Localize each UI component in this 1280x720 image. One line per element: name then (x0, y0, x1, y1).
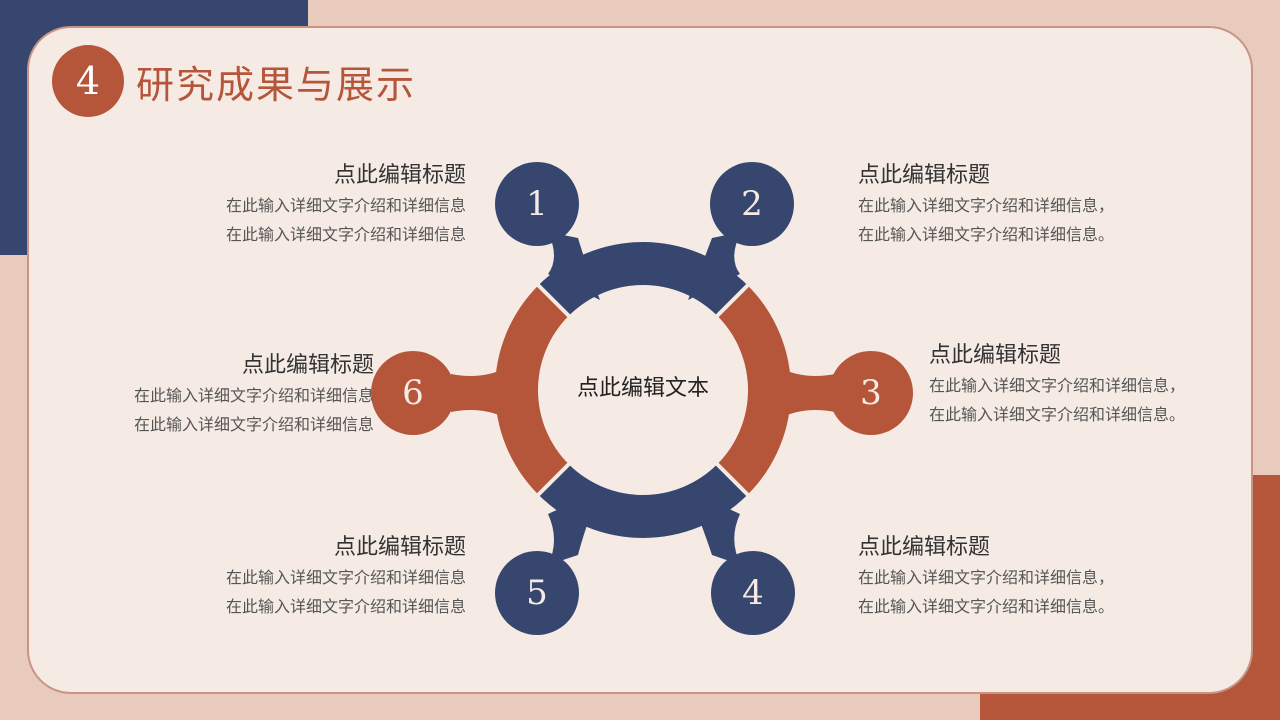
item-5-text-block[interactable]: 点此编辑标题 在此输入详细文字介绍和详细信息 在此输入详细文字介绍和详细信息 (226, 533, 466, 621)
item-2-line2[interactable]: 在此输入详细文字介绍和详细信息。 (858, 225, 1115, 244)
node-3-number[interactable]: 3 (860, 373, 882, 413)
node-1-number[interactable]: 1 (526, 184, 548, 224)
item-3-text-block[interactable]: 点此编辑标题 在此输入详细文字介绍和详细信息， 在此输入详细文字介绍和详细信息。 (929, 341, 1185, 429)
item-4-line2[interactable]: 在此输入详细文字介绍和详细信息。 (858, 597, 1115, 616)
item-1-text-block[interactable]: 点此编辑标题 在此输入详细文字介绍和详细信息 在此输入详细文字介绍和详细信息 (226, 161, 466, 249)
node-3-circle (829, 351, 913, 435)
content-card (27, 26, 1253, 694)
node-4-circle (711, 551, 795, 635)
node-4-number[interactable]: 4 (742, 573, 764, 613)
item-1-line1[interactable]: 在此输入详细文字介绍和详细信息 (225, 196, 466, 215)
item-6-text-block[interactable]: 点此编辑标题 在此输入详细文字介绍和详细信息 在此输入详细文字介绍和详细信息 (134, 351, 374, 439)
node-6-circle (371, 351, 455, 435)
connector-6 (451, 368, 506, 418)
item-4-text-block[interactable]: 点此编辑标题 在此输入详细文字介绍和详细信息， 在此输入详细文字介绍和详细信息。 (858, 533, 1114, 621)
page-title[interactable]: 研究成果与展示 (136, 62, 417, 107)
ring-segment-top (538, 242, 748, 316)
node-5-number[interactable]: 5 (526, 573, 548, 613)
item-2-line1[interactable]: 在此输入详细文字介绍和详细信息， (858, 196, 1115, 215)
ring-segment-right (717, 285, 791, 495)
item-6-line1[interactable]: 在此输入详细文字介绍和详细信息 (133, 386, 374, 405)
slide-header: 4 研究成果与展示 (52, 44, 416, 118)
section-number-badge: 4 (52, 45, 124, 117)
item-1-heading[interactable]: 点此编辑标题 (333, 163, 466, 188)
item-4-line1[interactable]: 在此输入详细文字介绍和详细信息， (858, 568, 1115, 587)
connector-3 (780, 368, 835, 418)
item-2-text-block[interactable]: 点此编辑标题 在此输入详细文字介绍和详细信息， 在此输入详细文字介绍和详细信息。 (858, 161, 1114, 249)
item-3-heading[interactable]: 点此编辑标题 (929, 343, 1062, 368)
node-2-circle (710, 162, 794, 246)
item-5-line1[interactable]: 在此输入详细文字介绍和详细信息 (225, 568, 466, 587)
center-text[interactable]: 点此编辑文本 (576, 376, 709, 401)
item-5-heading[interactable]: 点此编辑标题 (333, 535, 466, 560)
item-6-line2[interactable]: 在此输入详细文字介绍和详细信息 (133, 415, 374, 434)
item-2-heading[interactable]: 点此编辑标题 (858, 163, 991, 188)
item-3-line2[interactable]: 在此输入详细文字介绍和详细信息。 (929, 405, 1186, 424)
ring-segment-left (495, 285, 569, 495)
node-2-number[interactable]: 2 (741, 184, 763, 224)
item-5-line2[interactable]: 在此输入详细文字介绍和详细信息 (225, 597, 466, 616)
node-1-circle (495, 162, 579, 246)
item-4-heading[interactable]: 点此编辑标题 (858, 535, 991, 560)
item-1-line2[interactable]: 在此输入详细文字介绍和详细信息 (225, 225, 466, 244)
node-6-number[interactable]: 6 (402, 373, 424, 413)
node-5-circle (495, 551, 579, 635)
item-6-heading[interactable]: 点此编辑标题 (241, 353, 374, 378)
item-3-line1[interactable]: 在此输入详细文字介绍和详细信息， (929, 376, 1186, 395)
ring-segment-bottom (538, 464, 748, 538)
